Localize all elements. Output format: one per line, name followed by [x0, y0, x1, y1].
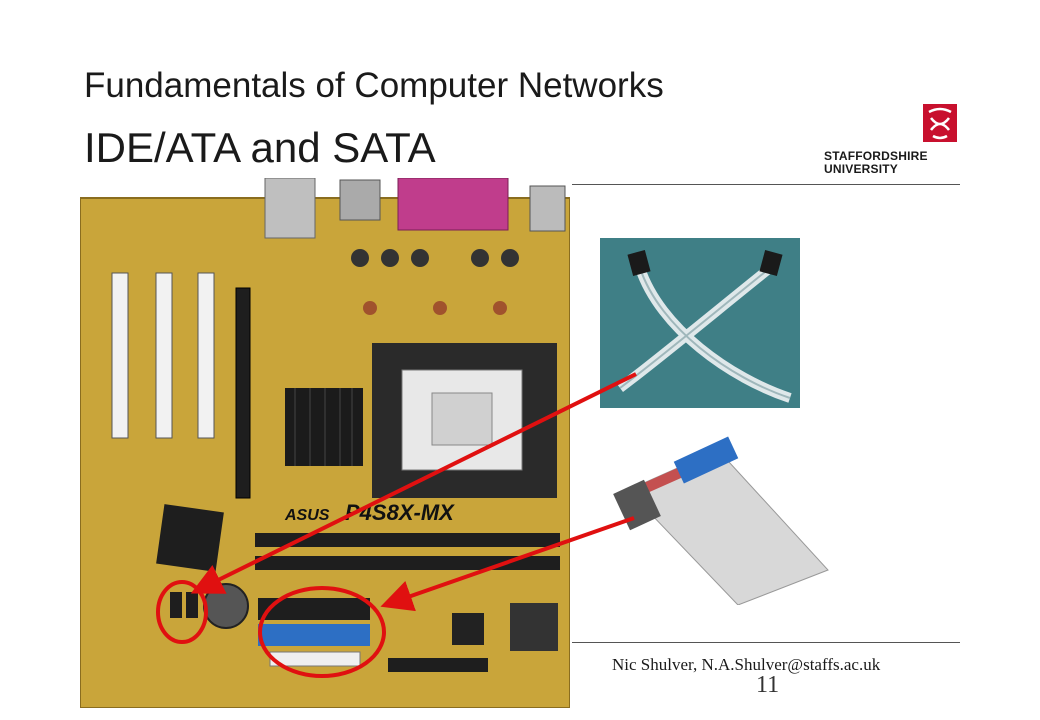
footer-author: Nic Shulver, N.A.Shulver@staffs.ac.uk: [612, 655, 881, 674]
university-logo: [923, 104, 957, 142]
footer-rule: [572, 642, 960, 643]
slide-title: Fundamentals of Computer Networks: [84, 66, 664, 105]
board-brand: ASUS: [284, 507, 330, 524]
motherboard-image: ASUS P4S8X-MX: [80, 178, 570, 708]
logo-text: STAFFORDSHIRE UNIVERSITY: [824, 150, 928, 176]
ide-cable-image: [598, 430, 838, 605]
sata-cable-image: [600, 238, 800, 408]
slide-subtitle: IDE/ATA and SATA: [84, 124, 436, 171]
board-model: P4S8X-MX: [345, 500, 455, 525]
header-rule: [572, 184, 960, 185]
logo-line-2: UNIVERSITY: [824, 162, 899, 176]
logo-line-1: STAFFORDSHIRE: [824, 149, 928, 163]
page-number: 11: [756, 672, 780, 698]
